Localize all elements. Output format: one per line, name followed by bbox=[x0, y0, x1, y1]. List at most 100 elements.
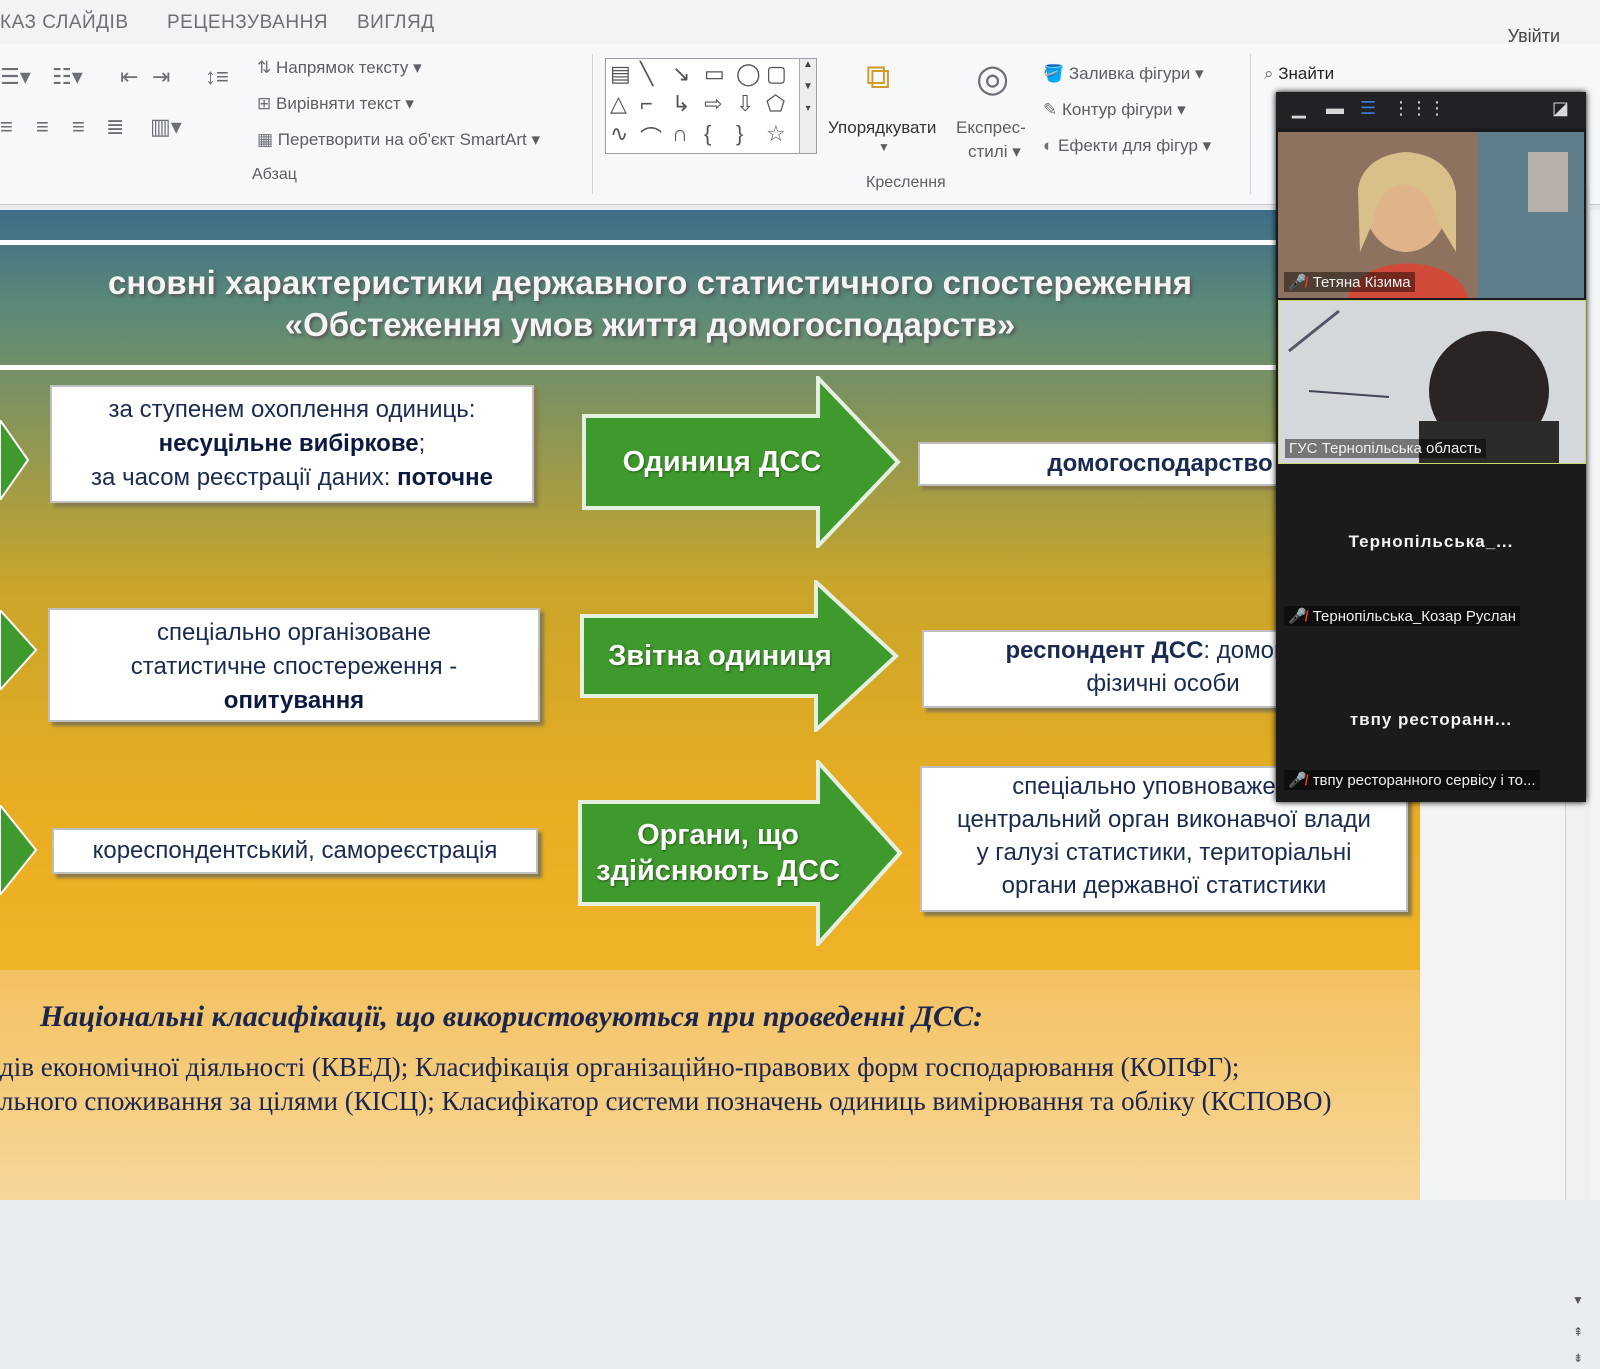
line-shape-icon[interactable]: ╲ bbox=[640, 61, 654, 86]
find-label: Знайти bbox=[1278, 64, 1335, 83]
rectangle-shape-icon[interactable]: ▭ bbox=[704, 61, 725, 86]
participant-tile[interactable]: Тернопільська_... 🎤̸Тернопільська_Козар … bbox=[1278, 468, 1584, 632]
align-text-button[interactable]: ⊞ Вирівняти текст ▾ bbox=[257, 94, 414, 113]
sign-in-link[interactable]: Увійти bbox=[1507, 26, 1560, 46]
row1-arrow: Одиниця ДСС bbox=[582, 376, 902, 548]
right-brace-shape-icon[interactable]: } bbox=[736, 121, 744, 146]
muted-mic-icon: 🎤̸ bbox=[1288, 608, 1307, 625]
quick-styles-button[interactable]: Експрес- bbox=[956, 118, 1026, 137]
text-direction-icon: ⇅ bbox=[257, 58, 272, 77]
row3-arrow-line2: здійснюють ДСС bbox=[596, 855, 840, 887]
shapes-gallery[interactable]: ▤ ╲ ↘ ▭ ◯ ▢ △ ⌐ ↳ ⇨ ⇩ ⬠ ∿ ⌒ ∩ { } ☆ ▲▼▾ bbox=[605, 58, 817, 154]
row1-right-text: домогосподарство bbox=[1047, 450, 1273, 477]
row2-left-bold: опитування bbox=[223, 687, 365, 714]
triangle-shape-icon[interactable]: △ bbox=[610, 91, 627, 116]
participant-tile[interactable]: твпу ресторанн... 🎤̸твпу ресторанного се… bbox=[1278, 636, 1584, 800]
tab-review[interactable]: РЕЦЕНЗУВАННЯ bbox=[167, 12, 329, 33]
freeform-shape-icon[interactable]: ∿ bbox=[610, 121, 629, 146]
bullets-icon[interactable]: ☰▾ bbox=[0, 64, 31, 89]
row3-left-text: кореспондентський, самореєстрація bbox=[92, 837, 498, 864]
row3-right-line2: центральний орган виконавчої влади bbox=[957, 806, 1371, 833]
increase-indent-icon[interactable]: ⇥ bbox=[152, 64, 171, 89]
row2-right-bold: респондент ДСС bbox=[1005, 637, 1204, 664]
elbow-connector-icon[interactable]: ⌐ bbox=[640, 91, 653, 116]
arrange-icon: ⧉ bbox=[866, 58, 891, 96]
title-band bbox=[0, 240, 1300, 370]
left-brace-shape-icon[interactable]: { bbox=[704, 121, 712, 146]
shape-effects-button[interactable]: ◐ Ефекти для фігур ▾ bbox=[1043, 136, 1212, 155]
decrease-indent-icon[interactable]: ⇤ bbox=[120, 64, 139, 89]
tab-view[interactable]: ВИГЛЯД bbox=[357, 12, 435, 33]
chevron-down-icon: ▼ bbox=[878, 140, 890, 154]
gallery-scrollbar[interactable]: ▲▼▾ bbox=[799, 59, 816, 153]
classifications-heading: Національні класифікації, що використову… bbox=[40, 1000, 983, 1033]
participant-name: 🎤̸Тернопільська_Козар Руслан bbox=[1284, 606, 1521, 626]
slide-canvas[interactable]: сновні характеристики державного статист… bbox=[0, 210, 1420, 1200]
exit-fullscreen-icon[interactable]: ◪ bbox=[1552, 98, 1570, 118]
row1-left-semicolon: ; bbox=[418, 430, 426, 457]
align-text-label: Вирівняти текст bbox=[275, 94, 401, 113]
arrow-line-shape-icon[interactable]: ↘ bbox=[672, 61, 691, 86]
align-left-icon[interactable]: ≡ bbox=[0, 114, 13, 139]
participant-video-tile[interactable]: ГУС Тернопільська область bbox=[1278, 300, 1586, 464]
row3-arrow-label: Органи, що здійснюють ДСС bbox=[578, 760, 858, 946]
ribbon-tabs-bar: КАЗ СЛАЙДІВ РЕЦЕНЗУВАННЯ ВИГЛЯД Увійти bbox=[0, 0, 1600, 46]
find-button[interactable]: ⌕ Знайти bbox=[1264, 64, 1334, 84]
shape-fill-button[interactable]: 🪣 Заливка фігури ▾ bbox=[1043, 64, 1204, 83]
tab-slideshow[interactable]: КАЗ СЛАЙДІВ bbox=[0, 12, 129, 33]
hide-video-icon[interactable]: ▬ bbox=[1326, 98, 1344, 118]
participant-name-text: Тетяна Кізима bbox=[1312, 274, 1411, 291]
shape-effects-label: Ефекти для фігур bbox=[1058, 136, 1198, 155]
arrange-button[interactable]: Упорядкувати bbox=[828, 118, 937, 137]
row1-arrow-label: Одиниця ДСС bbox=[622, 446, 822, 478]
scroll-down-icon[interactable]: ▼ bbox=[1572, 1293, 1584, 1307]
prev-slide-icon[interactable]: ⇞ bbox=[1572, 1325, 1584, 1339]
justify-icon[interactable]: ≣ bbox=[106, 114, 125, 139]
row1-left-box: за ступенем охоплення одиниць: несуцільн… bbox=[50, 385, 534, 503]
snip-rect-shape-icon[interactable]: ⬠ bbox=[766, 91, 786, 116]
align-right-icon[interactable]: ≡ bbox=[72, 114, 85, 139]
next-slide-icon[interactable]: ⇟ bbox=[1572, 1351, 1584, 1365]
row3-arrow-line1: Органи, що bbox=[637, 819, 799, 851]
video-panel-toolbar: ▁ ▬ ☰ ⋮⋮⋮ ◪ bbox=[1276, 92, 1586, 128]
row1-left-line3: за часом реєстрації даних: bbox=[91, 464, 398, 491]
gallery-view-icon[interactable]: ⋮⋮⋮ bbox=[1392, 98, 1446, 118]
line-spacing-icon[interactable]: ↕≡ bbox=[205, 64, 229, 89]
arc-shape-icon[interactable]: ⌒ bbox=[640, 126, 663, 151]
quick-styles-label: стилі bbox=[968, 142, 1008, 161]
slide-title: сновні характеристики державного статист… bbox=[107, 264, 1193, 301]
classifications-line2: льного споживання за цілями (КІСЦ); Клас… bbox=[0, 1086, 1332, 1116]
effects-icon: ◐ bbox=[1043, 136, 1054, 155]
speaker-view-icon[interactable]: ☰ bbox=[1360, 98, 1377, 118]
elbow-arrow-icon[interactable]: ↳ bbox=[672, 91, 691, 116]
participant-video-tile[interactable]: 🎤̸ Тетяна Кізима bbox=[1278, 132, 1584, 298]
row3-right-line1: спеціально уповноважений bbox=[1012, 773, 1316, 800]
row1-left-line1: за ступенем охоплення одиниць: bbox=[108, 396, 476, 423]
divider bbox=[592, 54, 593, 194]
rounded-rect-shape-icon[interactable]: ▢ bbox=[766, 61, 787, 86]
shape-outline-button[interactable]: ✎ Контур фігури ▾ bbox=[1043, 100, 1186, 119]
align-center-icon[interactable]: ≡ bbox=[36, 114, 49, 139]
curve-shape-icon[interactable]: ∩ bbox=[672, 121, 688, 146]
video-call-panel: ▁ ▬ ☰ ⋮⋮⋮ ◪ 🎤̸ Тетяна Кізима ГУС Тернопіл… bbox=[1276, 92, 1586, 802]
down-arrow-shape-icon[interactable]: ⇩ bbox=[736, 91, 755, 116]
smartart-button[interactable]: ▦ Перетворити на об'єкт SmartArt ▾ bbox=[257, 130, 540, 149]
textbox-shape-icon[interactable]: ▤ bbox=[610, 61, 631, 86]
row2-arrow: Звітна одиниця bbox=[580, 580, 900, 732]
star-shape-icon[interactable]: ☆ bbox=[766, 121, 786, 146]
binoculars-icon: ⌕ bbox=[1264, 64, 1274, 83]
left-arrow-stub-2 bbox=[0, 610, 38, 690]
drawing-group-label: Креслення bbox=[866, 174, 946, 191]
right-arrow-shape-icon[interactable]: ⇨ bbox=[704, 91, 723, 116]
slide-subtitle: «Обстеження умов життя домогосподарств» bbox=[284, 306, 1016, 343]
quick-styles-button-line2[interactable]: стилі ▾ bbox=[968, 142, 1021, 161]
columns-icon[interactable]: ▥▾ bbox=[150, 114, 182, 139]
muted-mic-icon: 🎤̸ bbox=[1288, 274, 1307, 291]
row2-right-line2: фізичні особи bbox=[1086, 670, 1240, 697]
participant-name: 🎤̸твпу ресторанного сервісу і то... bbox=[1284, 770, 1540, 790]
numbering-icon[interactable]: ☷▾ bbox=[52, 64, 83, 89]
oval-shape-icon[interactable]: ◯ bbox=[736, 61, 761, 86]
text-direction-button[interactable]: ⇅ Напрямок тексту ▾ bbox=[257, 58, 422, 77]
minimize-icon[interactable]: ▁ bbox=[1292, 98, 1306, 118]
row3-arrow: Органи, що здійснюють ДСС bbox=[578, 760, 904, 946]
